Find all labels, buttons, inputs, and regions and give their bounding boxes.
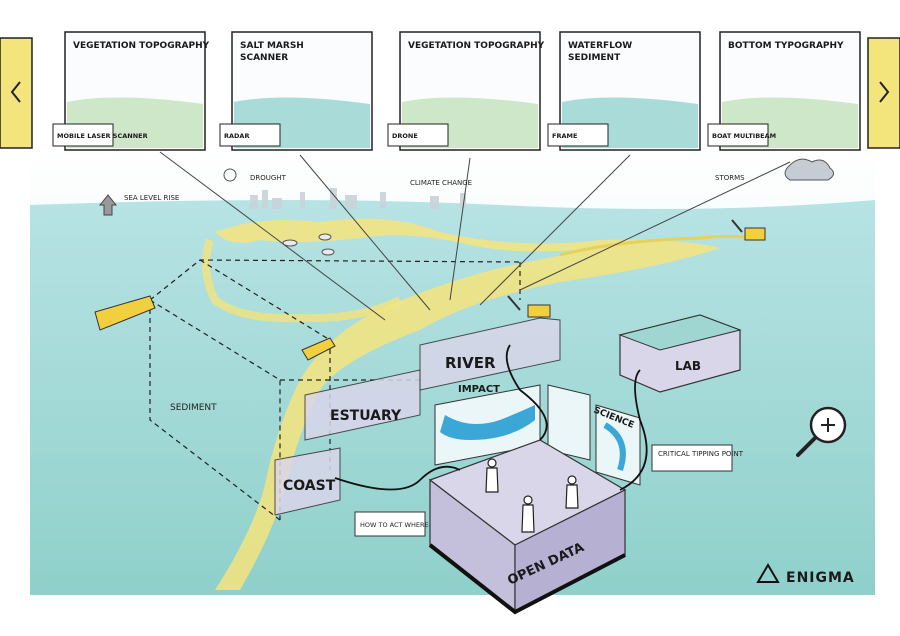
panel-tag-label: DRONE	[392, 132, 418, 140]
panel-tag-label: MOBILE LASER SCANNER	[57, 132, 148, 140]
next-panel-button[interactable]	[867, 37, 900, 149]
storms-driver: STORMS	[715, 158, 834, 182]
estuary-zone[interactable]: ESTUARY	[304, 369, 421, 441]
science-screen[interactable]: SCIENCE	[547, 384, 641, 486]
panel-subtitle: SCANNER	[240, 53, 288, 63]
excavator-icon	[507, 295, 551, 318]
chevron-right-icon	[879, 81, 890, 103]
city-skyline	[250, 188, 466, 209]
panel-tag: BOAT MULTIBEAM	[707, 123, 776, 147]
how-to-act-tag: HOW TO ACT WHERE-WHEN	[354, 511, 451, 537]
storms-label: STORMS	[715, 174, 745, 182]
drought-driver: DROUGHT	[223, 168, 287, 182]
boat-icon	[94, 295, 156, 331]
instrument-panel-4[interactable]: WATERFLOW SEDIMENT FRAME	[547, 31, 701, 151]
river-channel	[559, 234, 761, 257]
panel-subtitle: SEDIMENT	[568, 53, 621, 63]
panel-tag-label: BOAT MULTIBEAM	[712, 132, 776, 140]
panel-title: VEGETATION TOPOGRAPHY	[73, 41, 210, 51]
drought-label: DROUGHT	[250, 174, 287, 182]
panel-title: SALT MARSH	[240, 41, 304, 51]
data-cables	[334, 344, 648, 491]
panel-tag: MOBILE LASER SCANNER	[52, 123, 148, 147]
chevron-left-icon	[10, 81, 21, 103]
instrument-panel-5[interactable]: BOTTOM TYPOGRAPHY BOAT MULTIBEAM	[707, 31, 861, 151]
sea-area	[30, 200, 875, 595]
panel-tag-label: RADAR	[224, 132, 249, 140]
panel-tag-label: FRAME	[552, 132, 577, 140]
people-figures	[485, 458, 579, 533]
marsh-edge	[202, 238, 402, 323]
small-boat-icon	[301, 337, 336, 361]
panel-title: WATERFLOW	[568, 41, 632, 51]
instrument-panels: VEGETATION TOPOGRAPHY MOBILE LASER SCANNE…	[52, 31, 861, 151]
prev-panel-button[interactable]	[0, 37, 33, 149]
cattle-icon	[282, 233, 335, 256]
sea-level-label: SEA LEVEL RISE	[124, 194, 179, 202]
panel-title: VEGETATION TOPOGRAPHY	[408, 41, 545, 51]
estuary-label: ESTUARY	[330, 408, 402, 424]
coast-label: COAST	[283, 478, 336, 494]
sea-level-rise-driver: SEA LEVEL RISE	[98, 194, 179, 216]
open-data-platform[interactable]: OPEN DATA	[428, 439, 627, 615]
river-zone[interactable]: RIVER	[419, 317, 561, 391]
instrument-panel-1[interactable]: VEGETATION TOPOGRAPHY MOBILE LASER SCANNE…	[52, 31, 210, 151]
zoom-in-icon	[821, 418, 835, 432]
instrument-panel-2[interactable]: SALT MARSH SCANNER RADAR	[219, 31, 373, 151]
lab-building[interactable]: LAB	[618, 314, 742, 393]
panel-tag: RADAR	[219, 123, 281, 147]
critical-tipping-point-tag: CRITICAL TIPPING POINT	[651, 444, 744, 472]
panel-tag: DRONE	[387, 123, 449, 147]
lab-label: LAB	[675, 359, 701, 373]
sediment-label: SEDIMENT	[170, 403, 217, 413]
excavator-far-icon	[731, 219, 766, 241]
panel-title: BOTTOM TYPOGRAPHY	[728, 41, 844, 51]
panel-tag: FRAME	[547, 123, 609, 147]
panel-connector-lines	[159, 151, 791, 321]
how-to-act-label: HOW TO ACT WHERE-WHEN	[360, 521, 451, 529]
river-label: RIVER	[445, 354, 496, 372]
impact-label: IMPACT	[458, 384, 500, 395]
coast-zone[interactable]: COAST	[274, 447, 341, 516]
enigma-logo: ENIGMA	[756, 563, 855, 586]
critical-label: CRITICAL TIPPING POINT	[658, 450, 744, 458]
climate-change-label: CLIMATE CHANGE	[410, 179, 472, 187]
zoom-button[interactable]	[796, 406, 847, 457]
brand-name: ENIGMA	[786, 570, 855, 586]
instrument-panel-3[interactable]: VEGETATION TOPOGRAPHY DRONE	[387, 31, 545, 151]
triangle-logo-icon	[756, 563, 780, 583]
coastline-sand	[215, 218, 720, 590]
